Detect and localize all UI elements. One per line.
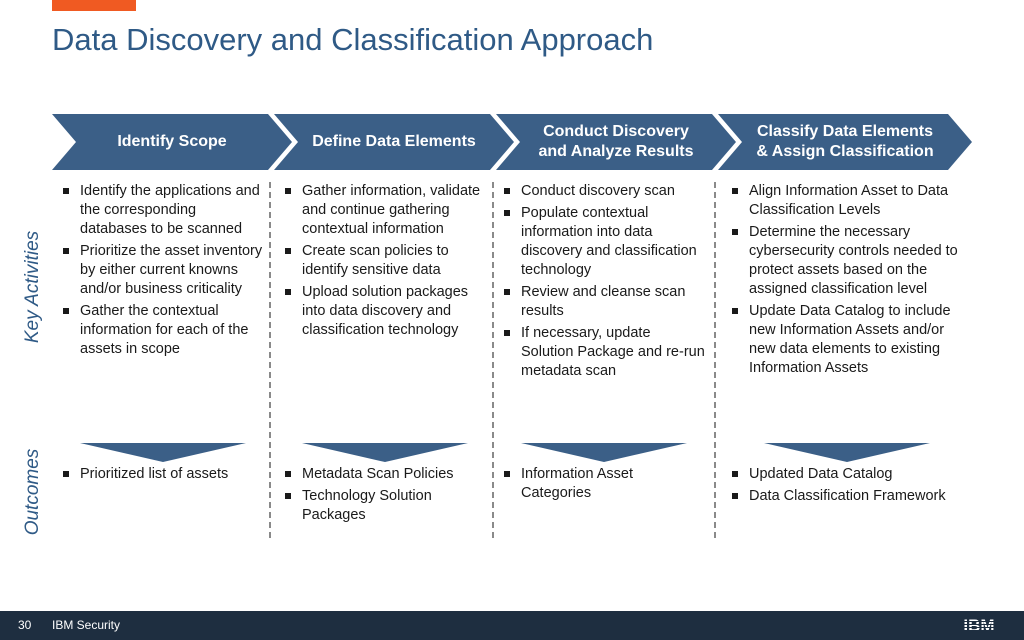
list-item: If necessary, update Solution Package an…	[498, 324, 706, 381]
outcomes-column-2: Metadata Scan Policies Technology Soluti…	[279, 465, 489, 528]
list-item: Upload solution packages into data disco…	[279, 283, 489, 340]
list-item: Updated Data Catalog	[726, 465, 972, 484]
list-item: Gather information, validate and continu…	[279, 182, 489, 239]
stage-title-line2: & Assign Classification	[756, 143, 934, 160]
list-item: Review and cleanse scan results	[498, 283, 706, 321]
page-title: Data Discovery and Classification Approa…	[52, 22, 654, 57]
stage-header-classify-data-elements: Classify Data Elements & Assign Classifi…	[718, 114, 972, 170]
outcomes-column-3: Information Asset Categories	[498, 465, 706, 506]
column-divider	[492, 182, 494, 538]
stage-title-line1: Classify Data Elements	[756, 123, 934, 140]
activities-column-4: Align Information Asset to Data Classifi…	[726, 182, 972, 381]
page-number: 30	[18, 618, 32, 632]
outcomes-column-4: Updated Data Catalog Data Classification…	[726, 465, 972, 509]
activities-column-1: Identify the applications and the corres…	[57, 182, 265, 362]
list-item: Determine the necessary cybersecurity co…	[726, 223, 972, 299]
stage-title: Define Data Elements	[312, 133, 476, 150]
footer-bar: 30 IBM Security IBM	[0, 611, 1024, 640]
activities-column-2: Gather information, validate and continu…	[279, 182, 489, 343]
ibm-logo-text: IBM	[963, 616, 994, 634]
stage-header-conduct-discovery: Conduct Discovery and Analyze Results	[496, 114, 736, 170]
stage-title: Identify Scope	[117, 133, 227, 150]
list-item: Conduct discovery scan	[498, 182, 706, 201]
outcomes-label: Outcomes	[22, 448, 43, 536]
list-item: Create scan policies to identify sensiti…	[279, 242, 489, 280]
list-item: Populate contextual information into dat…	[498, 204, 706, 280]
footer-brand: IBM Security	[52, 618, 121, 632]
stage-header-define-data-elements: Define Data Elements	[274, 114, 514, 170]
stage-title-line2: and Analyze Results	[538, 143, 694, 160]
ibm-logo-icon: IBM	[963, 616, 994, 634]
list-item: Gather the contextual information for ea…	[57, 302, 265, 359]
list-item: Technology Solution Packages	[279, 487, 489, 525]
outcome-arrow-icon	[764, 443, 930, 462]
column-divider	[714, 182, 716, 538]
outcome-arrow-icon	[80, 443, 246, 462]
list-item: Align Information Asset to Data Classifi…	[726, 182, 972, 220]
accent-bar	[52, 0, 136, 11]
outcomes-column-1: Prioritized list of assets	[57, 465, 265, 487]
outcome-arrow-icon	[521, 443, 687, 462]
list-item: Information Asset Categories	[498, 465, 706, 503]
list-item: Prioritized list of assets	[57, 465, 265, 484]
column-divider	[269, 182, 271, 538]
stage-header-identify-scope: Identify Scope	[52, 114, 292, 170]
activities-column-3: Conduct discovery scan Populate contextu…	[498, 182, 706, 384]
list-item: Update Data Catalog to include new Infor…	[726, 302, 972, 378]
list-item: Metadata Scan Policies	[279, 465, 489, 484]
stage-title-line1: Conduct Discovery	[543, 123, 689, 140]
list-item: Prioritize the asset inventory by either…	[57, 242, 265, 299]
outcome-arrow-icon	[302, 443, 468, 462]
list-item: Data Classification Framework	[726, 487, 972, 506]
key-activities-label: Key Activities	[22, 230, 43, 344]
list-item: Identify the applications and the corres…	[57, 182, 265, 239]
